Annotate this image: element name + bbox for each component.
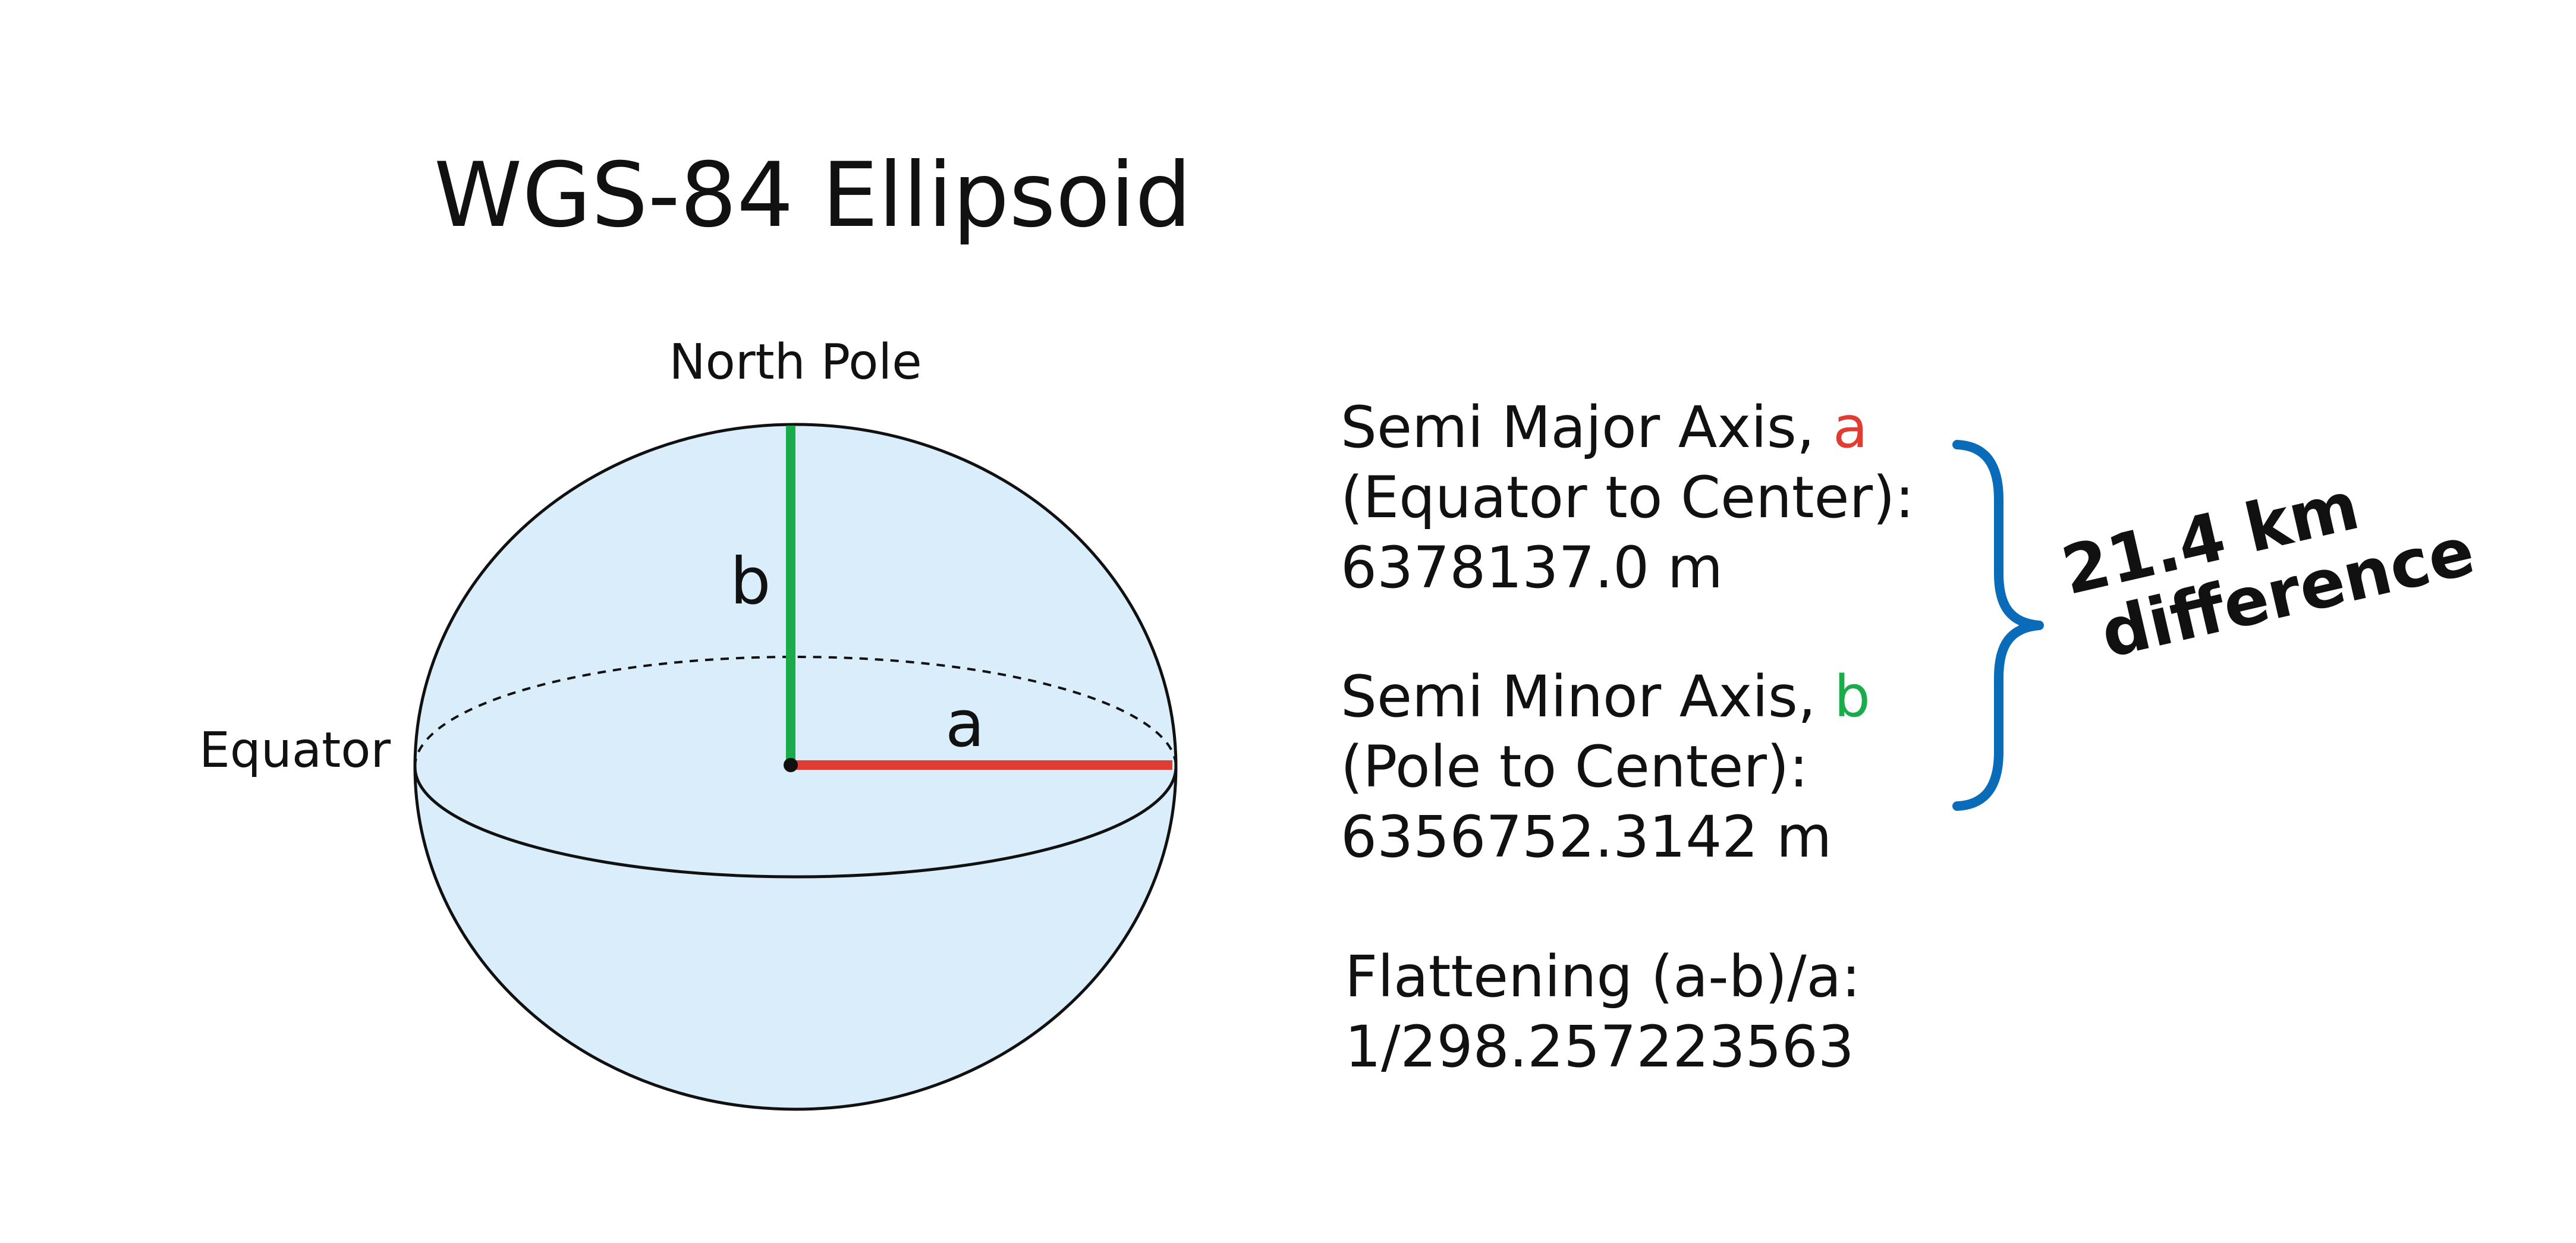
semi-minor-value: 6356752.3142 m	[1341, 804, 1832, 870]
semi-minor-line1: Semi Minor Axis, b	[1341, 663, 1870, 730]
equator-front-arc	[413, 766, 1178, 879]
semi-minor-prefix: Semi Minor Axis,	[1341, 663, 1834, 730]
a-label: a	[945, 687, 985, 761]
semi-major-symbol: a	[1833, 394, 1868, 461]
semi-minor-symbol: b	[1834, 663, 1870, 730]
equator-label: Equator	[199, 722, 391, 779]
semi-major-info: Semi Major Axis, a (Equator to Center): …	[1341, 394, 1914, 601]
flattening-line1: Flattening (a-b)/a:	[1345, 943, 1861, 1010]
semi-major-line1: Semi Major Axis, a	[1341, 394, 1868, 461]
curly-brace	[1952, 440, 2044, 811]
north-pole-label: North Pole	[669, 334, 921, 391]
semi-minor-info: Semi Minor Axis, b (Pole to Center): 635…	[1341, 663, 1870, 870]
semi-major-line2: (Equator to Center):	[1341, 464, 1914, 531]
semi-major-prefix: Semi Major Axis,	[1341, 394, 1833, 461]
semi-major-value: 6378137.0 m	[1341, 534, 1723, 601]
difference-label: 21.4 km difference	[2055, 467, 2481, 674]
page-title: WGS-84 Ellipsoid	[434, 144, 1191, 247]
flattening-value: 1/298.257223563	[1345, 1014, 1854, 1080]
center-point	[784, 758, 798, 772]
semi-minor-line2: (Pole to Center):	[1341, 734, 1808, 800]
b-label: b	[730, 545, 771, 619]
flattening-info: Flattening (a-b)/a: 1/298.257223563	[1345, 943, 1861, 1080]
